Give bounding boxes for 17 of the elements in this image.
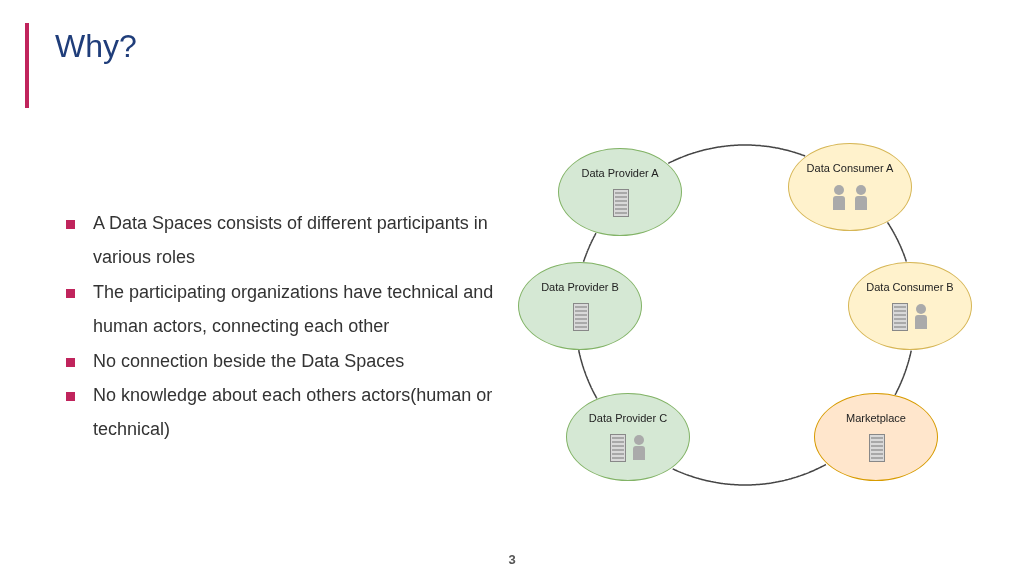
connector-line	[894, 349, 912, 396]
bullet-text: No knowledge about each others actors(human or technical)	[93, 384, 494, 441]
page-number: 3	[507, 552, 517, 567]
node-label: Data Provider B	[540, 281, 620, 293]
connector-line	[886, 221, 908, 263]
bullet-text: A Data Spaces consists of different participants in various roles	[93, 212, 489, 269]
connector-line	[671, 463, 827, 486]
node-label: Marketplace	[845, 412, 907, 424]
bullet-text: No connection beside the Data Spaces	[93, 350, 406, 373]
bullet-text: The participating organizations have technical and human actors, connecting each other	[93, 281, 495, 338]
node-label: Data Consumer B	[865, 281, 955, 293]
connector-line	[582, 232, 597, 263]
node-label: Data Consumer A	[805, 162, 895, 174]
connector-line	[577, 349, 598, 400]
node-label: Data Provider C	[587, 412, 669, 424]
node-label: Data Provider A	[580, 167, 660, 179]
slide-title: Why?	[55, 28, 137, 65]
